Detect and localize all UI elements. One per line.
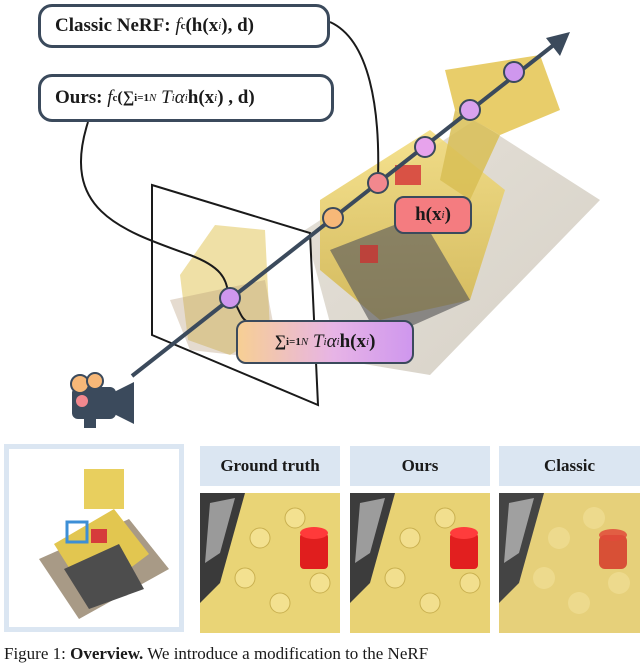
header-classic: Classic (499, 446, 640, 486)
red-brick (395, 165, 421, 185)
camera-icon (70, 372, 134, 428)
caption-bold: Overview. (70, 644, 144, 663)
zoom-box (65, 520, 89, 544)
crop-classic (499, 493, 640, 633)
classic-label: Classic NeRF: (55, 15, 171, 36)
header-ours: Ours (350, 446, 490, 486)
reference-image (9, 449, 179, 627)
ray-arrowhead (546, 32, 570, 56)
sample-point (459, 99, 481, 121)
pixel-point (219, 287, 241, 309)
caption-label: Figure 1: (4, 644, 66, 663)
ours-connector (80, 121, 231, 299)
sample-point (322, 207, 344, 229)
caption-text: We introduce a modification to the NeRF (143, 644, 429, 663)
camera-ray (130, 38, 562, 378)
classic-connector (329, 21, 380, 179)
ours-label: Ours: (55, 87, 103, 108)
sample-point (367, 172, 389, 194)
crop-ours (350, 493, 490, 633)
reference-render (4, 444, 184, 632)
comparison-row: Ground truth Ours Classic (0, 440, 640, 640)
sample-point (414, 136, 436, 158)
sample-point (503, 61, 525, 83)
crop-ground-truth (200, 493, 340, 633)
figure-caption: Figure 1: Overview. We introduce a modif… (0, 644, 640, 669)
scene-svg (70, 21, 600, 428)
red-brick (360, 245, 378, 263)
header-ground-truth: Ground truth (200, 446, 340, 486)
bulldozer-arm (440, 110, 500, 200)
